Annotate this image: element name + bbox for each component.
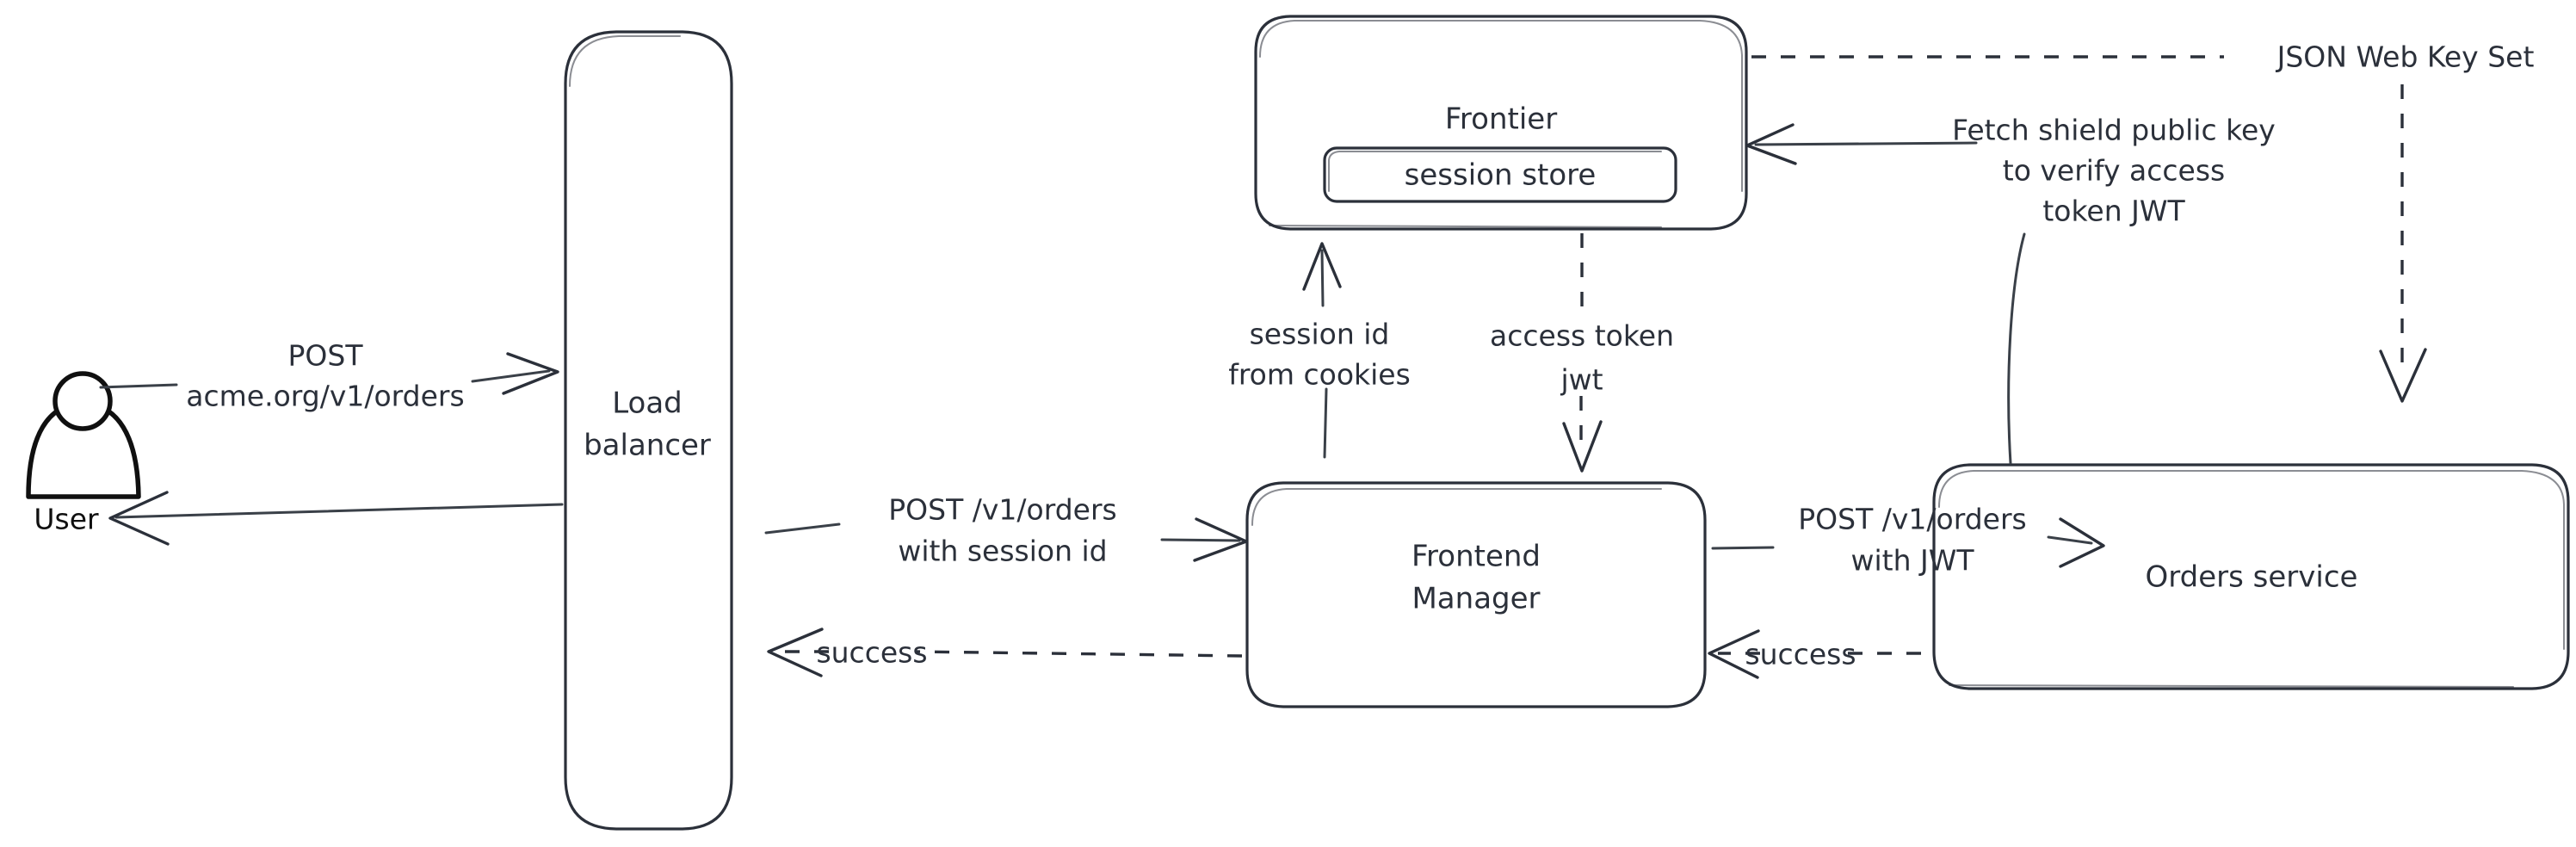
frontend-manager-label-line2: Manager (1412, 582, 1540, 616)
edge-label-user-to-lb-line1: POST (288, 339, 364, 373)
edge-lb-to-frontend-manager (764, 517, 1248, 562)
edge-label-user-to-lb-line2: acme.org/v1/orders (186, 380, 464, 413)
edge-user-to-load-balancer (99, 352, 559, 395)
edge-label-access-token-line2: jwt (1560, 363, 1603, 397)
edge-fm-to-lb-success (767, 628, 1243, 677)
edge-orders-to-frontier (1745, 123, 2026, 465)
edge-jwks-to-orders (1751, 55, 2427, 403)
node-orders-service[interactable] (1932, 463, 2570, 690)
edge-label-fetch-key-line1: Fetch shield public key (1952, 114, 2276, 147)
edge-label-session-id-line1: session id (1250, 318, 1390, 351)
orders-service-label: Orders service (2146, 560, 2358, 595)
session-store-label: session store (1405, 158, 1597, 193)
node-load-balancer[interactable] (564, 30, 733, 831)
edge-label-lb-to-fm-line2: with session id (898, 535, 1107, 568)
frontier-label: Frontier (1445, 102, 1557, 137)
edge-label-fetch-key-line3: token JWT (2042, 195, 2185, 228)
edge-label-access-token-line1: access token (1490, 319, 1674, 353)
edge-label-session-id-line2: from cookies (1228, 358, 1411, 392)
edge-label-fm-to-lb: success (816, 636, 927, 670)
edge-label-fetch-key-line2: to verify access (2003, 154, 2225, 188)
edge-fm-to-orders-service (1711, 517, 2105, 568)
edge-fm-to-frontier (1302, 242, 1342, 459)
user-label: User (34, 503, 99, 536)
node-frontend-manager[interactable] (1245, 481, 1707, 708)
load-balancer-label-line1: Load (612, 386, 683, 421)
edge-orders-to-fm-success (1708, 629, 1921, 679)
edge-load-balancer-to-user (108, 491, 564, 546)
edge-label-fm-to-orders-line1: POST /v1/orders (1798, 503, 2026, 536)
edge-label-fm-to-orders-line2: with JWT (1850, 544, 1974, 578)
edge-label-jwks: JSON Web Key Set (2276, 40, 2535, 74)
edge-label-lb-to-fm-line1: POST /v1/orders (888, 493, 1116, 527)
edge-frontier-to-fm (1562, 233, 1603, 473)
frontend-manager-label-line1: Frontend (1412, 540, 1541, 574)
edge-label-orders-to-fm: success (1745, 638, 1856, 671)
load-balancer-label-line2: balancer (584, 429, 711, 463)
node-session-store[interactable] (1323, 146, 1677, 203)
